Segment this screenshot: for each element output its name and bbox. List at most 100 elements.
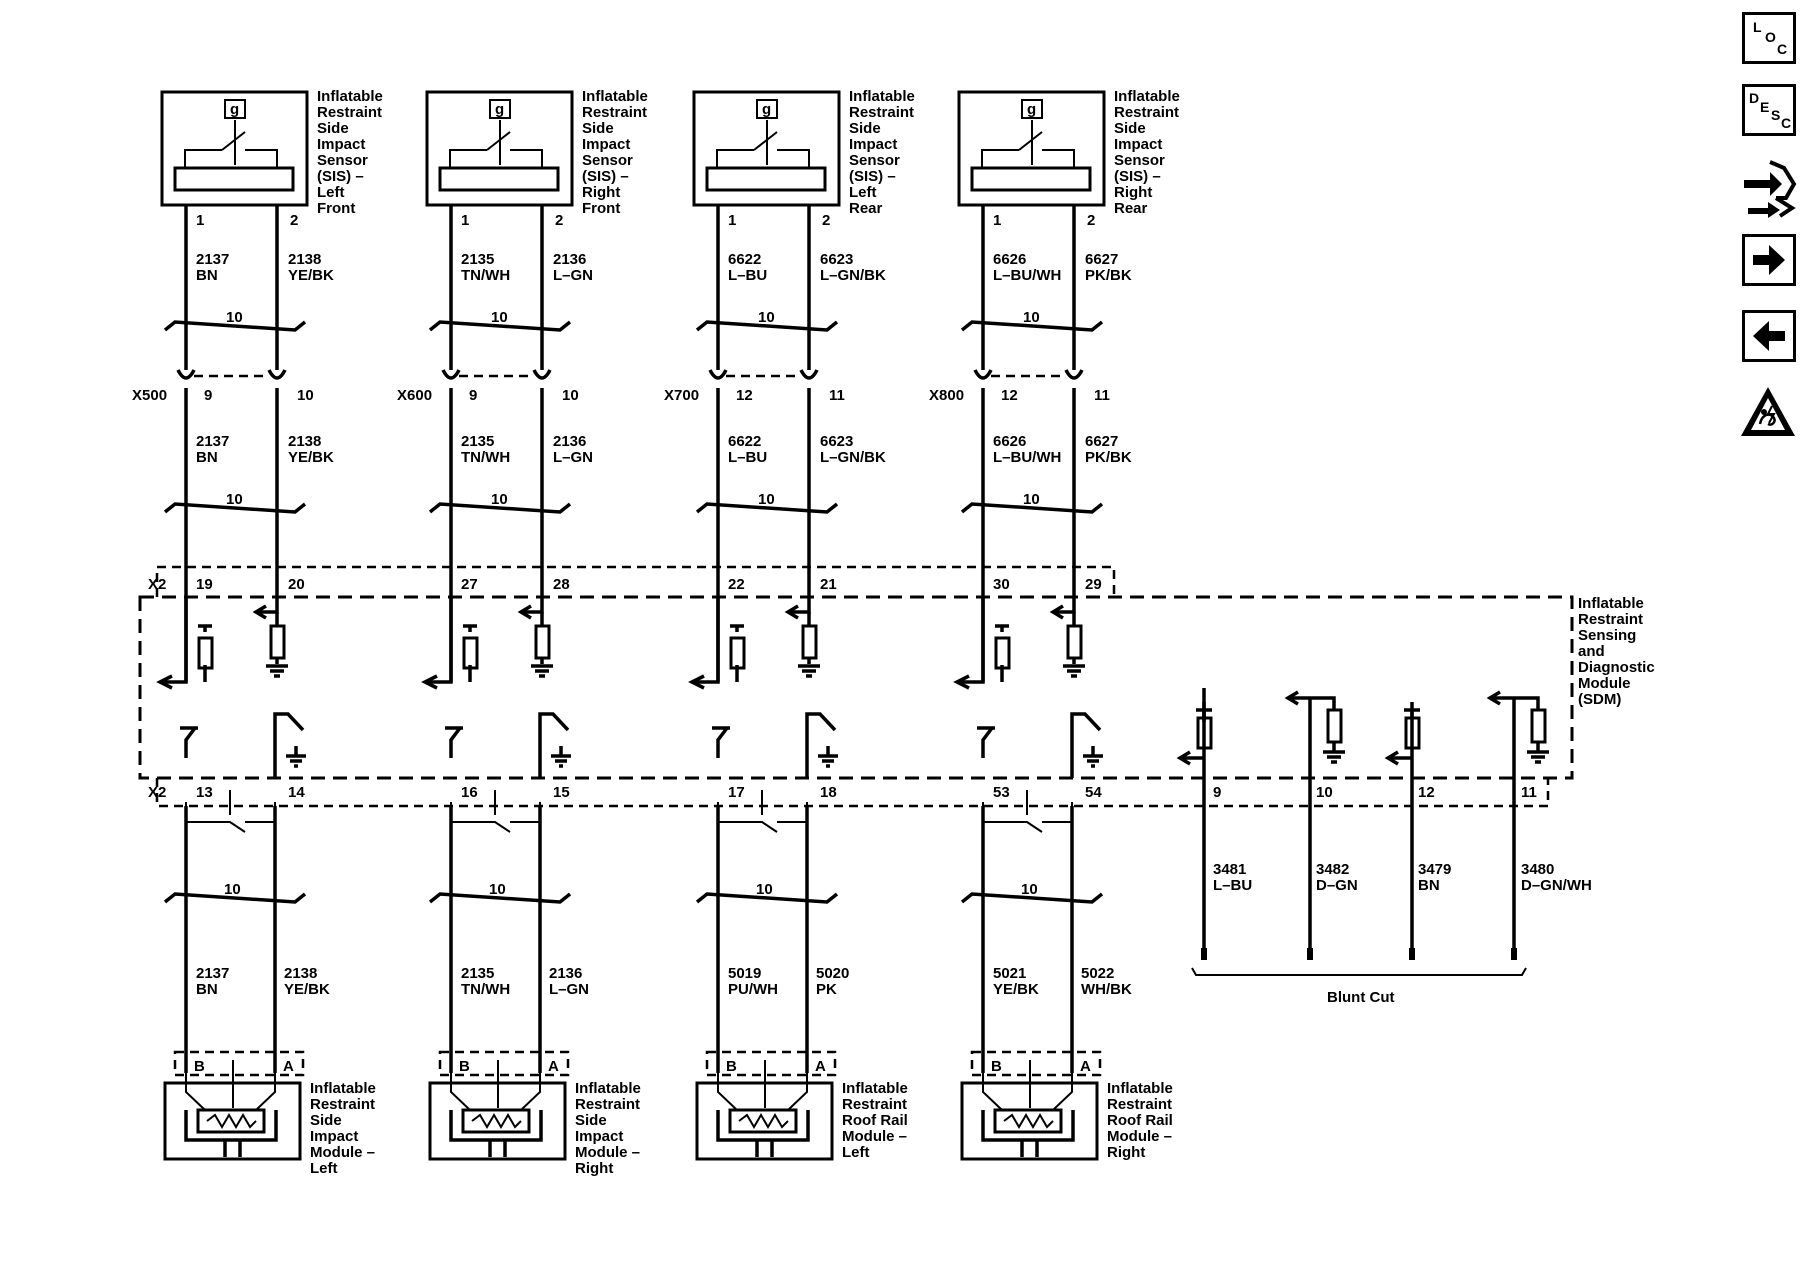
twist-label-top: 10: [1023, 309, 1040, 326]
svg-text:Inflatable: Inflatable: [1107, 1080, 1173, 1097]
connector-pin-right: 10: [562, 387, 579, 404]
loc-button[interactable]: L O C: [1742, 12, 1796, 64]
blunt-circuit-10: 3482: [1316, 861, 1349, 878]
x2-pin-left: 22: [728, 576, 745, 593]
squib-switch-low: [712, 726, 730, 758]
twist-marker-low: [163, 892, 307, 904]
svg-text:Sensor: Sensor: [849, 152, 900, 169]
resistor: [801, 624, 818, 660]
blunt-color-10: D–GN: [1316, 877, 1358, 894]
desc-button[interactable]: D E S C: [1742, 84, 1796, 136]
module-pin-b: B: [726, 1058, 737, 1075]
blunt-circuits: 9 10 12 11 3481 L–BU 3482 D–GN 3479 BN 3…: [1176, 688, 1592, 1006]
blunt-pin-11: 11: [1521, 784, 1537, 801]
squib-element: [728, 1108, 798, 1134]
wire-mid-right-circuit: 6623: [820, 433, 853, 450]
svg-text:Impact: Impact: [1114, 136, 1162, 153]
twist-marker-low: [960, 892, 1104, 904]
connector-button[interactable]: [1740, 158, 1798, 220]
x2-pin-right: 21: [820, 576, 837, 593]
wire-top-left-color: L–BU/WH: [993, 267, 1061, 284]
sensor-switch: [449, 120, 543, 168]
module-pin-b: B: [991, 1058, 1002, 1075]
module-pin-a: A: [548, 1058, 559, 1075]
svg-text:Right: Right: [1114, 184, 1152, 201]
module-pin-a: A: [1080, 1058, 1091, 1075]
ground-icon: [1527, 742, 1549, 764]
squib-resistor-zigzag: [738, 1113, 789, 1129]
module-pin-a: A: [815, 1058, 826, 1075]
sdm-module-boundary: [138, 595, 1574, 780]
squib-base: [184, 1110, 278, 1157]
squib-element: [196, 1108, 266, 1134]
module-connector: [970, 1050, 1102, 1077]
twist-marker-mid: [163, 502, 307, 514]
sensor-column-left-rear: g Inflatable Restraint Side Impact Senso…: [664, 88, 915, 1161]
connector-pin-left: 12: [736, 387, 753, 404]
squib-switch-low: [977, 726, 995, 758]
blunt-color-11: D–GN/WH: [1521, 877, 1592, 894]
ground-icon: [798, 664, 820, 678]
svg-text:Side: Side: [1114, 120, 1146, 137]
x2-pin-left: 30: [993, 576, 1010, 593]
squib-resistor-zigzag: [471, 1113, 522, 1129]
svg-text:Restraint: Restraint: [1107, 1096, 1172, 1113]
svg-text:Inflatable: Inflatable: [849, 88, 915, 105]
twist-marker-low: [428, 892, 572, 904]
arrow-icon: [1049, 604, 1064, 620]
resistor: [1326, 708, 1343, 744]
module-wire-right-circuit: 5022: [1081, 965, 1114, 982]
blunt-pin-9: 9: [1213, 784, 1221, 801]
svg-text:Inflatable: Inflatable: [1114, 88, 1180, 105]
ground-icon: [286, 746, 306, 768]
resistor: [197, 636, 214, 670]
svg-text:Restraint: Restraint: [842, 1096, 907, 1113]
twist-marker-mid: [428, 502, 572, 514]
wire-top-right-color: L–GN/BK: [820, 267, 886, 284]
blunt-cut-ends: [1201, 948, 1517, 960]
connector-label: X600: [397, 387, 432, 404]
sdm-label: Inflatable Restraint Sensing and Diagnos…: [1578, 595, 1655, 708]
twist-marker-top: [163, 320, 307, 332]
esd-warning: [1738, 384, 1798, 440]
wire-mid-left-color: BN: [196, 449, 218, 466]
twist-label-mid: 10: [491, 491, 508, 508]
svg-text:Restraint: Restraint: [1114, 104, 1179, 121]
connector-pin-right: 11: [1094, 387, 1110, 404]
wire-top-left-circuit: 6622: [728, 251, 761, 268]
blunt-cut-bracket: [1191, 967, 1527, 976]
twist-marker-top: [960, 320, 1104, 332]
sensor-label: Inflatable Restraint Side Impact Sensor …: [317, 88, 383, 217]
svg-text:Right: Right: [575, 1160, 613, 1177]
connector-terminals: [708, 369, 819, 380]
arrow-icon: [1384, 750, 1399, 766]
x2-upper-label: X2: [148, 576, 166, 593]
connector-pin-left: 9: [204, 387, 212, 404]
svg-text:Restraint: Restraint: [582, 104, 647, 121]
squib-switch-low: [445, 726, 463, 758]
arrow-icon: [1176, 750, 1191, 766]
wire-top-right-color: YE/BK: [288, 267, 334, 284]
blunt-cut-label: Blunt Cut: [1327, 989, 1394, 1006]
connector-pin-left: 9: [469, 387, 477, 404]
twist-label-top: 10: [491, 309, 508, 326]
svg-text:Impact: Impact: [310, 1128, 358, 1145]
svg-text:Left: Left: [310, 1160, 338, 1177]
blunt-pin-12: 12: [1418, 784, 1435, 801]
arrow-icon: [156, 674, 173, 690]
connector-label: X700: [664, 387, 699, 404]
squib-switch-high: [273, 712, 305, 778]
x2-pin-left: 27: [461, 576, 478, 593]
arrow-icon: [953, 674, 970, 690]
ground-icon: [551, 746, 571, 768]
previous-button[interactable]: [1742, 310, 1796, 362]
svg-text:Right: Right: [1107, 1144, 1145, 1161]
sensor-column-left-front: g Inflatable Restraint Side Impact Senso…: [132, 88, 383, 1177]
squib-switch-low: [180, 726, 198, 758]
svg-text:Front: Front: [582, 200, 620, 217]
wire-mid-right-circuit: 6627: [1085, 433, 1118, 450]
next-button[interactable]: [1742, 234, 1796, 286]
wire-mid-right-circuit: 2138: [288, 433, 321, 450]
svg-text:Impact: Impact: [317, 136, 365, 153]
connector-terminals: [176, 369, 287, 380]
